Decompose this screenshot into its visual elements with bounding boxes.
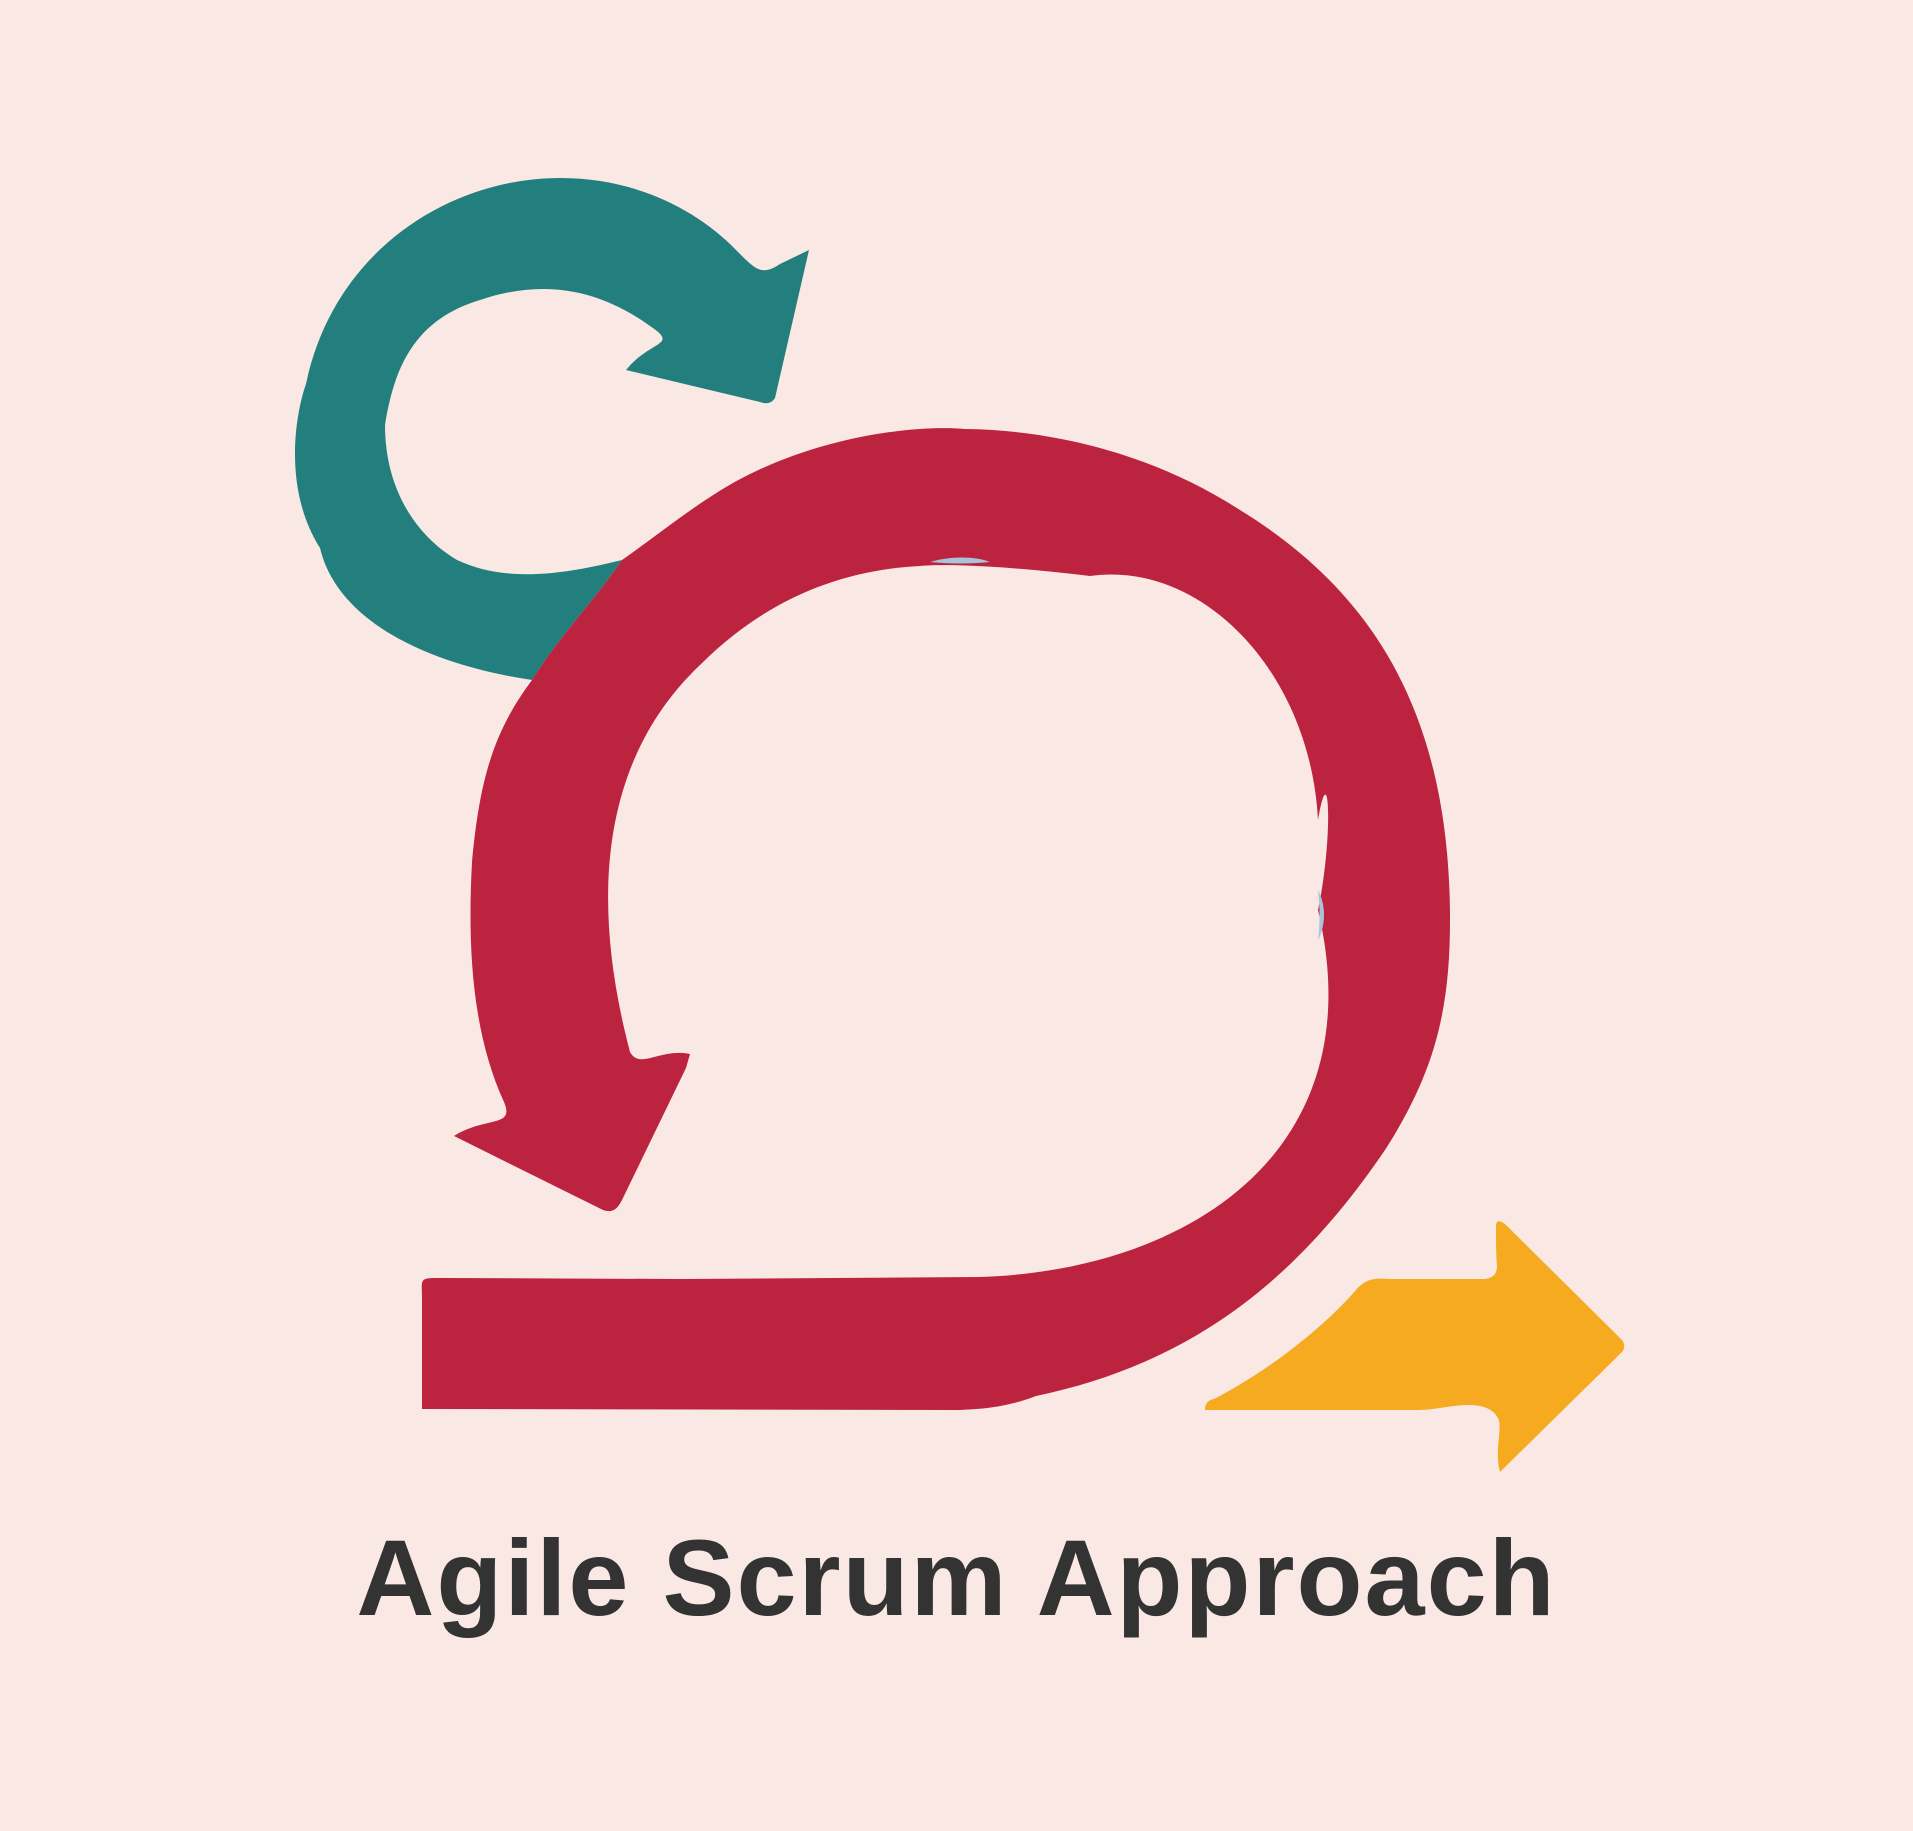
right-joint-highlight	[1318, 890, 1324, 940]
top-joint-highlight	[930, 557, 990, 564]
red-loop-arrow-icon	[421, 428, 1450, 1410]
orange-forward-arrow-icon	[1205, 1221, 1625, 1472]
teal-cycle-arrow-icon	[295, 178, 809, 680]
page-title: Agile Scrum Approach	[356, 1517, 1557, 1638]
